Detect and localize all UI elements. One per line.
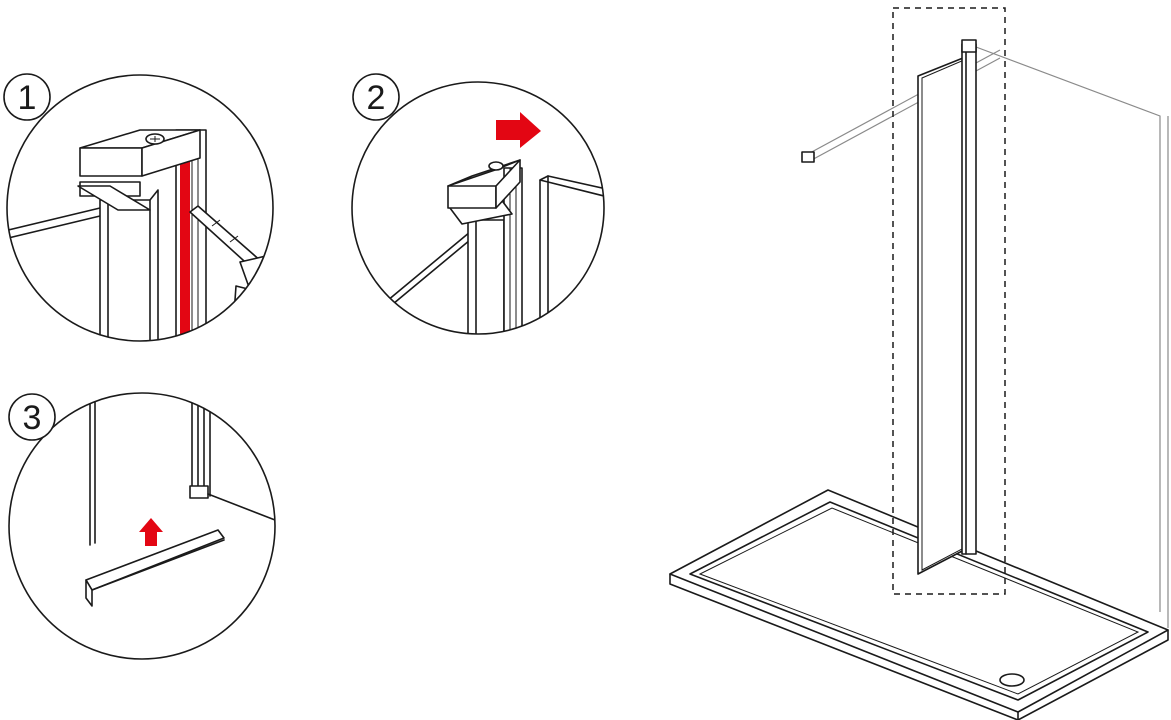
step-3-detail: 3 [8, 392, 276, 660]
step-3-badge [8, 393, 56, 441]
sealant-strip [180, 138, 190, 338]
step-2-detail: 2 [351, 73, 605, 335]
step-1-number: 1 [18, 79, 37, 117]
shower-overview [669, 7, 1169, 720]
lift-arrow-icon [139, 518, 163, 546]
bottom-seal-strip [85, 529, 225, 607]
step-1-detail: 1 [3, 73, 274, 342]
step-2-number: 2 [367, 79, 386, 117]
step-3-number: 3 [23, 399, 42, 437]
shower-tray [669, 489, 1169, 720]
push-arrow-icon [496, 112, 541, 148]
step-1-badge [3, 73, 51, 121]
step-3-circle [8, 392, 276, 660]
step-1-circle [6, 74, 274, 342]
bar-end-cap [801, 151, 815, 163]
detail-callout-box [892, 7, 1006, 595]
step-2-circle [351, 81, 605, 335]
step-2-badge [352, 73, 400, 121]
drain-icon [999, 673, 1025, 687]
glass-panel [917, 39, 977, 575]
